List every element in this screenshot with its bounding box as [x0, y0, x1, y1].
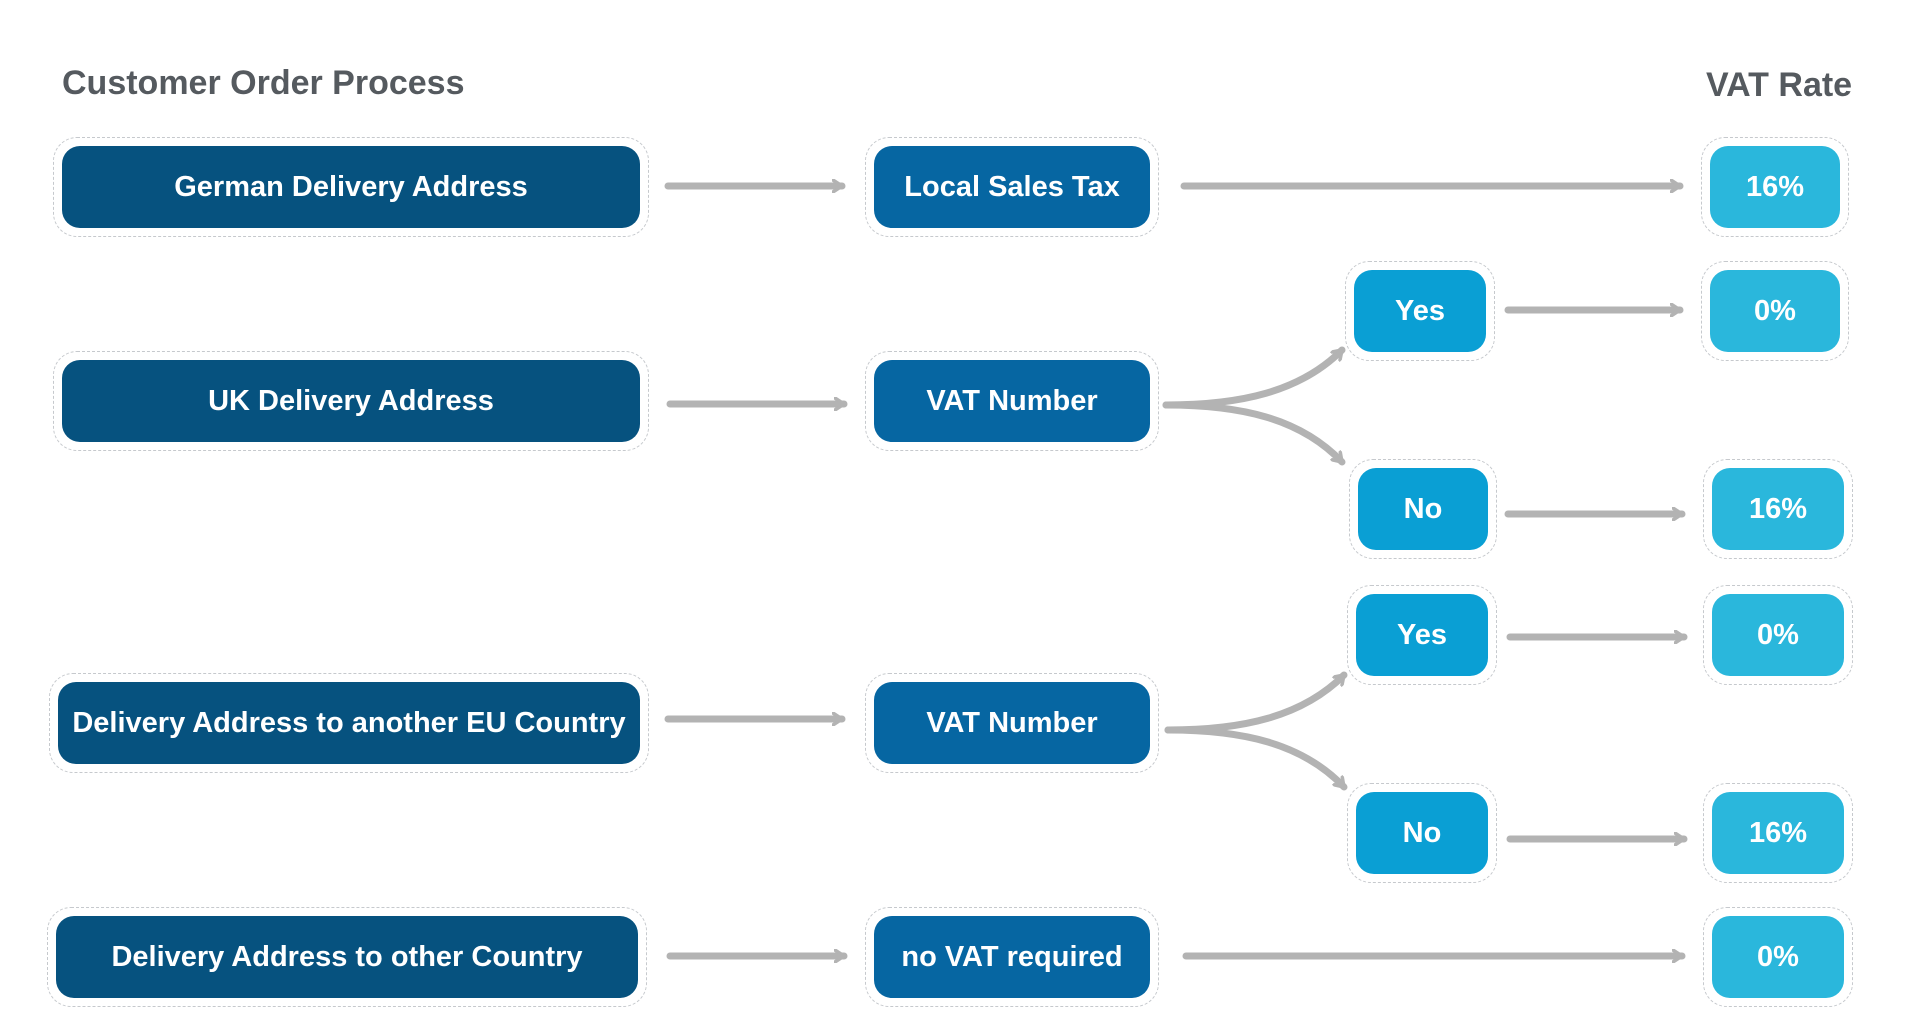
eu-no-vat-rate-box: 16%: [1703, 783, 1853, 883]
arrow-eu-check-to-yes: [1164, 671, 1348, 734]
arrow-uk-check-to-yes: [1162, 346, 1346, 409]
uk-delivery-address-box: UK Delivery Address: [53, 351, 649, 451]
vat-rate-header: VAT Rate: [1706, 66, 1853, 104]
diagram-title: Customer Order Process: [62, 64, 465, 102]
no-vat-required-box: no VAT required: [865, 907, 1159, 1007]
eu-yes-vat-rate-box: 0%: [1703, 585, 1853, 685]
eu-vat-no-box: No: [1347, 783, 1497, 883]
other-vat-rate-box: 0%: [1703, 907, 1853, 1007]
other-country-address-box: Delivery Address to other Country: [47, 907, 647, 1007]
arrow-eu-check-to-no: [1164, 726, 1348, 791]
german-vat-rate-box: 16%: [1701, 137, 1849, 237]
arrow-uk-check-to-no: [1162, 401, 1346, 466]
uk-yes-vat-rate-box: 0%: [1701, 261, 1849, 361]
local-sales-tax-box: Local Sales Tax: [865, 137, 1159, 237]
eu-vat-number-box: VAT Number: [865, 673, 1159, 773]
uk-vat-no-box: No: [1349, 459, 1497, 559]
uk-vat-yes-box: Yes: [1345, 261, 1495, 361]
uk-vat-number-box: VAT Number: [865, 351, 1159, 451]
german-delivery-address-box: German Delivery Address: [53, 137, 649, 237]
eu-vat-yes-box: Yes: [1347, 585, 1497, 685]
eu-delivery-address-box: Delivery Address to another EU Country: [49, 673, 649, 773]
uk-no-vat-rate-box: 16%: [1703, 459, 1853, 559]
